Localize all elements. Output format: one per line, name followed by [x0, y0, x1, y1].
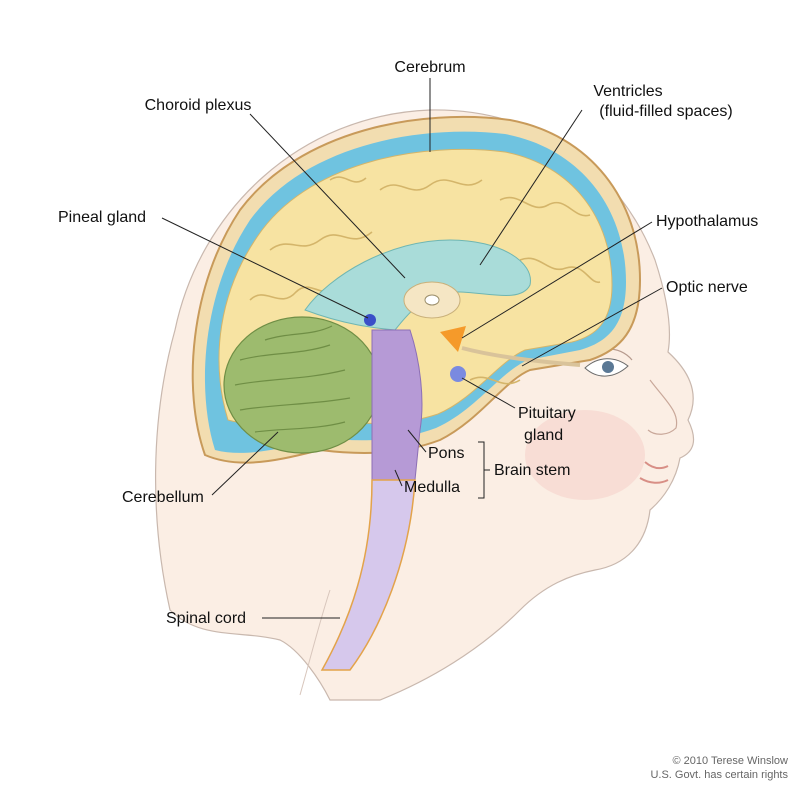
thalamus-center — [424, 294, 440, 306]
lips — [639, 461, 669, 484]
label-optic-nerve: Optic nerve — [666, 279, 748, 296]
label-pituitary: Pituitary — [518, 405, 576, 422]
label-cerebellum: Cerebellum — [122, 489, 204, 506]
leader-pons — [407, 429, 427, 453]
leader-cerebellum — [211, 431, 279, 496]
label-pituitary-gland: gland — [524, 427, 563, 444]
leader-medulla — [394, 469, 403, 487]
label-ventricles: Ventricles — [593, 83, 662, 100]
credit-line-1: © 2010 Terese Winslow — [672, 755, 788, 767]
neck-line — [299, 589, 331, 696]
leader-ventricles — [479, 109, 583, 266]
credit-line-2: U.S. Govt. has certain rights — [650, 769, 788, 781]
leader-pituitary — [461, 377, 516, 409]
optic-nerve-shape — [461, 346, 581, 367]
leader-optic — [521, 287, 663, 367]
pituitary-shape — [450, 366, 466, 382]
cerebellum-folia — [234, 325, 351, 433]
pineal-shape — [364, 314, 376, 326]
nose — [647, 379, 678, 435]
cerebellum-shape — [223, 316, 381, 454]
label-pineal-gland: Pineal gland — [58, 209, 146, 226]
brain-stem-shape — [371, 329, 423, 481]
leader-pineal — [161, 217, 369, 319]
label-choroid-plexus: Choroid plexus — [145, 97, 252, 114]
label-hypothalamus: Hypothalamus — [656, 213, 758, 230]
label-cerebrum: Cerebrum — [394, 59, 465, 76]
leader-choroid — [249, 113, 406, 279]
label-medulla: Medulla — [404, 479, 460, 496]
label-brain-stem: Brain stem — [494, 462, 570, 479]
iris — [602, 361, 614, 373]
label-spinal-cord: Spinal cord — [166, 610, 246, 627]
spinal-cord-shape — [320, 479, 416, 671]
cheek-blush — [525, 410, 645, 500]
label-pons: Pons — [428, 445, 464, 462]
label-ventricles-sub: (fluid-filled spaces) — [599, 103, 732, 120]
brain-stem-bracket — [478, 441, 490, 499]
hypothalamus-shape — [440, 326, 466, 352]
leader-hypothalamus — [461, 221, 653, 339]
